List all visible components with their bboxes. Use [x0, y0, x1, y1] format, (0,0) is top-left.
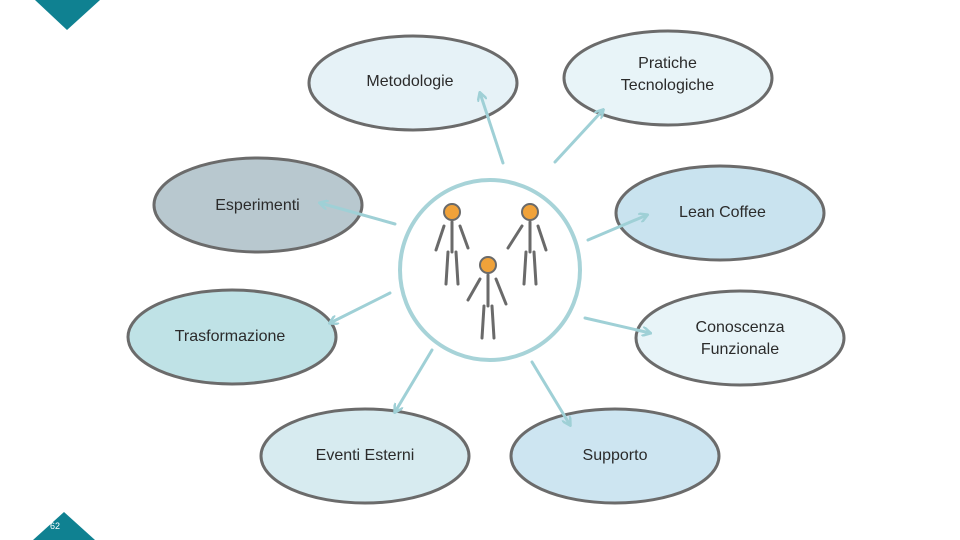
- node-ellipse-supporto: [509, 407, 721, 505]
- node-ellipse-metodologie: [307, 34, 519, 132]
- node-ellipse-eventi: [259, 407, 471, 505]
- node-label-lean-coffee: Lean Coffee: [679, 204, 766, 221]
- arrow-to-esperimenti: [320, 203, 397, 226]
- arrow-to-conoscenza: [583, 316, 650, 333]
- arrow-to-trasformazione: [330, 291, 392, 323]
- node-label-metodologie: Metodologie: [366, 73, 454, 90]
- people-group-icon: [434, 203, 548, 340]
- arrow-to-supporto: [530, 360, 570, 425]
- node-ellipse-conoscenza: [634, 289, 846, 387]
- top-corner-triangle: [35, 0, 100, 30]
- node-label-conoscenza-funzionale: Conoscenza Funzionale: [695, 319, 785, 358]
- node-ellipse-pratiche: [562, 29, 774, 127]
- node-label-supporto: Supporto: [582, 447, 648, 464]
- node-label-esperimenti: Esperimenti: [215, 197, 300, 214]
- arrow-to-pratiche: [553, 110, 603, 164]
- node-ellipse-lean: [614, 164, 826, 262]
- arrow-to-lean: [586, 215, 647, 242]
- arrow-to-metodologie: [480, 93, 505, 165]
- node-label-eventi-esterni: Eventi Esterni: [315, 447, 415, 464]
- node-label-pratiche-tecnologiche: Pratiche Tecnologiche: [620, 55, 715, 94]
- arrow-to-eventi: [395, 348, 434, 412]
- page-number: 62: [50, 521, 61, 531]
- node-ellipse-esperimenti: [152, 156, 364, 254]
- node-label-trasformazione: Trasformazione: [174, 328, 286, 345]
- node-ellipse-trasformazione: [126, 288, 338, 386]
- bottom-corner-triangle: [33, 512, 95, 540]
